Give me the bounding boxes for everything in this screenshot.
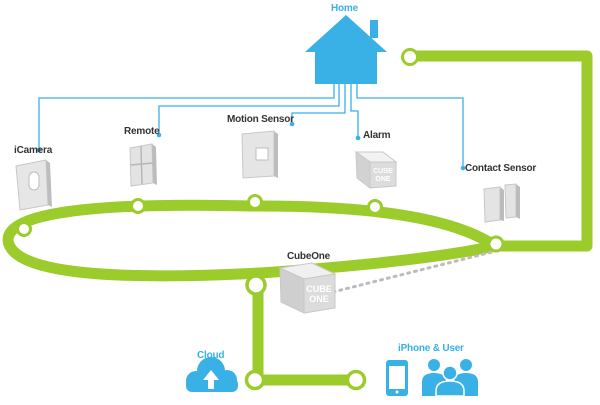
contact-sensor-label: Contact Sensor — [465, 163, 537, 174]
alarm-logo-line1: CUBE — [373, 168, 393, 175]
alarm-logo-line2: ONE — [375, 176, 391, 183]
node-contact-sensor — [487, 235, 505, 253]
connector-icamera — [38, 83, 335, 150]
node-motion-sensor — [247, 194, 263, 210]
node-hub — [245, 274, 267, 296]
wireless-dotted-link — [331, 250, 494, 294]
cubeone-label: CubeOne — [287, 251, 331, 262]
icamera-device-icon — [15, 159, 52, 211]
remote-label: Remote — [124, 126, 160, 137]
main-loop-return-path — [2, 199, 501, 282]
node-user — [345, 369, 367, 391]
cubeone-hub-icon: CUBE ONE — [278, 262, 337, 314]
connector-contact-sensor — [356, 83, 464, 168]
loop-nodes — [16, 48, 505, 391]
node-home — [401, 48, 419, 66]
users-icon — [422, 359, 478, 397]
hub-logo-line2: ONE — [309, 294, 329, 304]
connector-alarm — [350, 83, 359, 138]
connector-dots — [36, 121, 466, 171]
motion-sensor-label: Motion Sensor — [227, 114, 294, 125]
iphone-user-label: iPhone & User — [398, 343, 464, 354]
iphone-icon — [386, 360, 408, 396]
motion-sensor-device-icon — [241, 130, 278, 179]
cloud-label: Cloud — [197, 350, 225, 361]
connector-remote — [158, 83, 340, 135]
node-icamera — [16, 221, 32, 237]
main-loop-path — [246, 50, 593, 252]
alarm-label: Alarm — [363, 130, 391, 141]
cloud-icon — [186, 357, 238, 392]
remote-device-icon — [129, 143, 157, 187]
icamera-label: iCamera — [14, 145, 53, 156]
node-remote — [130, 198, 146, 214]
hub-logo-line1: CUBE — [306, 284, 332, 294]
connector-motion-sensor — [291, 83, 346, 124]
home-icon — [305, 15, 387, 84]
blue-connector-lines — [38, 83, 464, 168]
contact-sensor-device-icon — [483, 183, 520, 223]
node-alarm — [367, 199, 383, 215]
alarm-device-icon: CUBE ONE — [354, 151, 398, 190]
home-label: Home — [331, 3, 358, 14]
node-cloud — [244, 369, 266, 391]
